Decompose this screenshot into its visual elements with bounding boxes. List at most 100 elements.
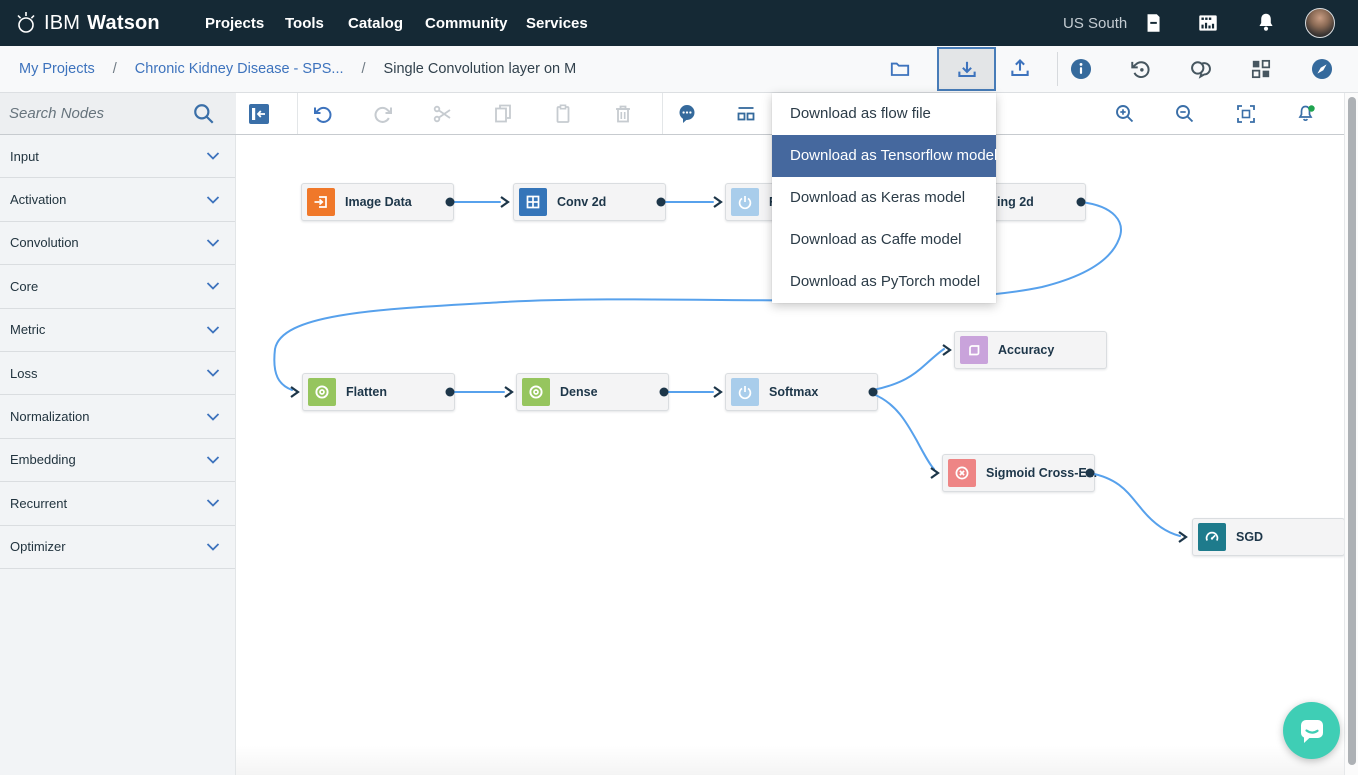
- edge-softmax-sigmoid: [872, 393, 935, 470]
- search-box: [0, 93, 236, 134]
- chat-bubble-icon: [1300, 719, 1323, 743]
- cut-icon[interactable]: [432, 103, 454, 125]
- search-icon[interactable]: [192, 102, 216, 126]
- node-image-data[interactable]: Image Data: [301, 183, 454, 221]
- menu-item-pytorch-model[interactable]: Download as PyTorch model: [790, 273, 981, 290]
- breadcrumb-my-projects[interactable]: My Projects: [19, 61, 95, 77]
- watson-logo-icon: [12, 9, 40, 37]
- menu-item-caffe-model[interactable]: Download as Caffe model: [790, 231, 962, 248]
- chevron-down-icon: [206, 152, 220, 161]
- comments-icon[interactable]: [1189, 57, 1213, 81]
- menu-item-tensorflow-model[interactable]: Download as Tensorflow model: [772, 135, 997, 177]
- grid-icon: [519, 188, 547, 216]
- fit-to-screen-icon[interactable]: [1235, 103, 1257, 125]
- paste-icon[interactable]: [552, 103, 574, 125]
- breadcrumb-separator: /: [361, 61, 366, 77]
- power-icon: [731, 188, 759, 216]
- undo-icon[interactable]: [312, 103, 334, 125]
- breadcrumb: My Projects / Chronic Kidney Disease - S…: [19, 46, 576, 92]
- breadcrumb-project[interactable]: Chronic Kidney Disease - SPS...: [134, 61, 344, 77]
- download-icon: [958, 61, 976, 78]
- chevron-down-icon: [206, 195, 220, 204]
- gauge-icon: [1198, 523, 1226, 551]
- node-sigmoid-cross-entropy[interactable]: Sigmoid Cross-E...: [942, 454, 1097, 492]
- palette-category-input[interactable]: Input: [0, 135, 235, 179]
- node-conv-2d[interactable]: Conv 2d: [513, 183, 666, 221]
- chevron-down-icon: [206, 499, 220, 508]
- zoom-out-icon[interactable]: [1174, 103, 1196, 125]
- nav-item-tools[interactable]: Tools: [285, 14, 324, 32]
- palette-category-recurrent[interactable]: Recurrent: [0, 482, 235, 526]
- download-menu: Download as flow file Download as Tensor…: [772, 93, 997, 303]
- edge-sigmoid-sgd: [1089, 472, 1181, 537]
- chevron-down-icon: [206, 282, 220, 291]
- ring-icon: [522, 378, 550, 406]
- breadcrumb-flow-title: Single Convolution layer on M: [383, 61, 577, 77]
- menu-item-flow-file[interactable]: Download as flow file: [790, 105, 931, 122]
- copy-icon[interactable]: [492, 103, 514, 125]
- palette-category-optimizer[interactable]: Optimizer: [0, 526, 235, 569]
- breadcrumb-separator: /: [112, 61, 117, 77]
- menu-item-keras-model[interactable]: Download as Keras model: [790, 189, 966, 206]
- edge-softmax-accuracy: [872, 348, 945, 391]
- brand-watson: Watson: [87, 11, 160, 34]
- region-selector[interactable]: US South: [1063, 14, 1128, 32]
- brand-ibm: IBM: [44, 11, 81, 34]
- redo-icon[interactable]: [372, 103, 394, 125]
- chevron-down-icon: [206, 369, 220, 378]
- chevron-down-icon: [206, 455, 220, 464]
- nav-item-catalog[interactable]: Catalog: [348, 14, 404, 32]
- nav-item-projects[interactable]: Projects: [205, 14, 265, 32]
- nav-item-services[interactable]: Services: [526, 14, 588, 32]
- divider: [662, 93, 663, 134]
- node-palette: Input Activation Convolution Core Metric…: [0, 135, 236, 775]
- avatar[interactable]: [1305, 8, 1335, 38]
- upload-icon[interactable]: [1008, 57, 1032, 81]
- divider: [297, 93, 298, 134]
- folder-icon[interactable]: [888, 57, 912, 81]
- node-accuracy[interactable]: Accuracy: [954, 331, 1107, 369]
- data-icon[interactable]: [1249, 57, 1273, 81]
- brand[interactable]: IBM Watson: [44, 0, 160, 46]
- comments-balloon-icon[interactable]: [676, 103, 698, 125]
- breadcrumb-bar: My Projects / Chronic Kidney Disease - S…: [0, 46, 1358, 93]
- import-icon: [307, 188, 335, 216]
- chevron-down-icon: [206, 542, 220, 551]
- palette-category-metric[interactable]: Metric: [0, 309, 235, 352]
- top-nav: IBM Watson Projects Tools Catalog Commun…: [0, 0, 1358, 46]
- palette-category-embedding[interactable]: Embedding: [0, 439, 235, 483]
- canvas-toolbar: [0, 93, 1358, 135]
- scrollbar-thumb[interactable]: [1348, 97, 1356, 765]
- circle-x-icon: [948, 459, 976, 487]
- palette-category-convolution[interactable]: Convolution: [0, 222, 235, 266]
- node-flatten[interactable]: Flatten: [302, 373, 455, 411]
- chevron-down-icon: [206, 412, 220, 421]
- shape-icon: [960, 336, 988, 364]
- arrange-icon[interactable]: [735, 103, 757, 125]
- vertical-scrollbar: [1344, 93, 1358, 775]
- notification-bell-icon[interactable]: [1295, 103, 1317, 125]
- download-button[interactable]: [937, 47, 996, 91]
- node-softmax[interactable]: Softmax: [725, 373, 878, 411]
- info-icon[interactable]: [1069, 57, 1093, 81]
- history-icon[interactable]: [1129, 57, 1153, 81]
- apps-icon[interactable]: [1196, 11, 1220, 35]
- palette-toggle-icon[interactable]: [248, 103, 270, 125]
- node-dense[interactable]: Dense: [516, 373, 669, 411]
- nav-item-community[interactable]: Community: [425, 14, 508, 32]
- power-icon: [731, 378, 759, 406]
- bell-icon[interactable]: [1254, 11, 1278, 35]
- zoom-in-icon[interactable]: [1114, 103, 1136, 125]
- discover-icon[interactable]: [1310, 57, 1334, 81]
- chat-button[interactable]: [1283, 702, 1340, 759]
- chevron-down-icon: [206, 238, 220, 247]
- delete-icon[interactable]: [612, 103, 634, 125]
- palette-category-core[interactable]: Core: [0, 265, 235, 309]
- search-input[interactable]: [9, 93, 184, 134]
- document-icon[interactable]: [1141, 11, 1165, 35]
- palette-category-loss[interactable]: Loss: [0, 352, 235, 396]
- palette-category-normalization[interactable]: Normalization: [0, 395, 235, 439]
- node-sgd[interactable]: SGD: [1192, 518, 1345, 556]
- divider: [1057, 52, 1058, 86]
- palette-category-activation[interactable]: Activation: [0, 178, 235, 222]
